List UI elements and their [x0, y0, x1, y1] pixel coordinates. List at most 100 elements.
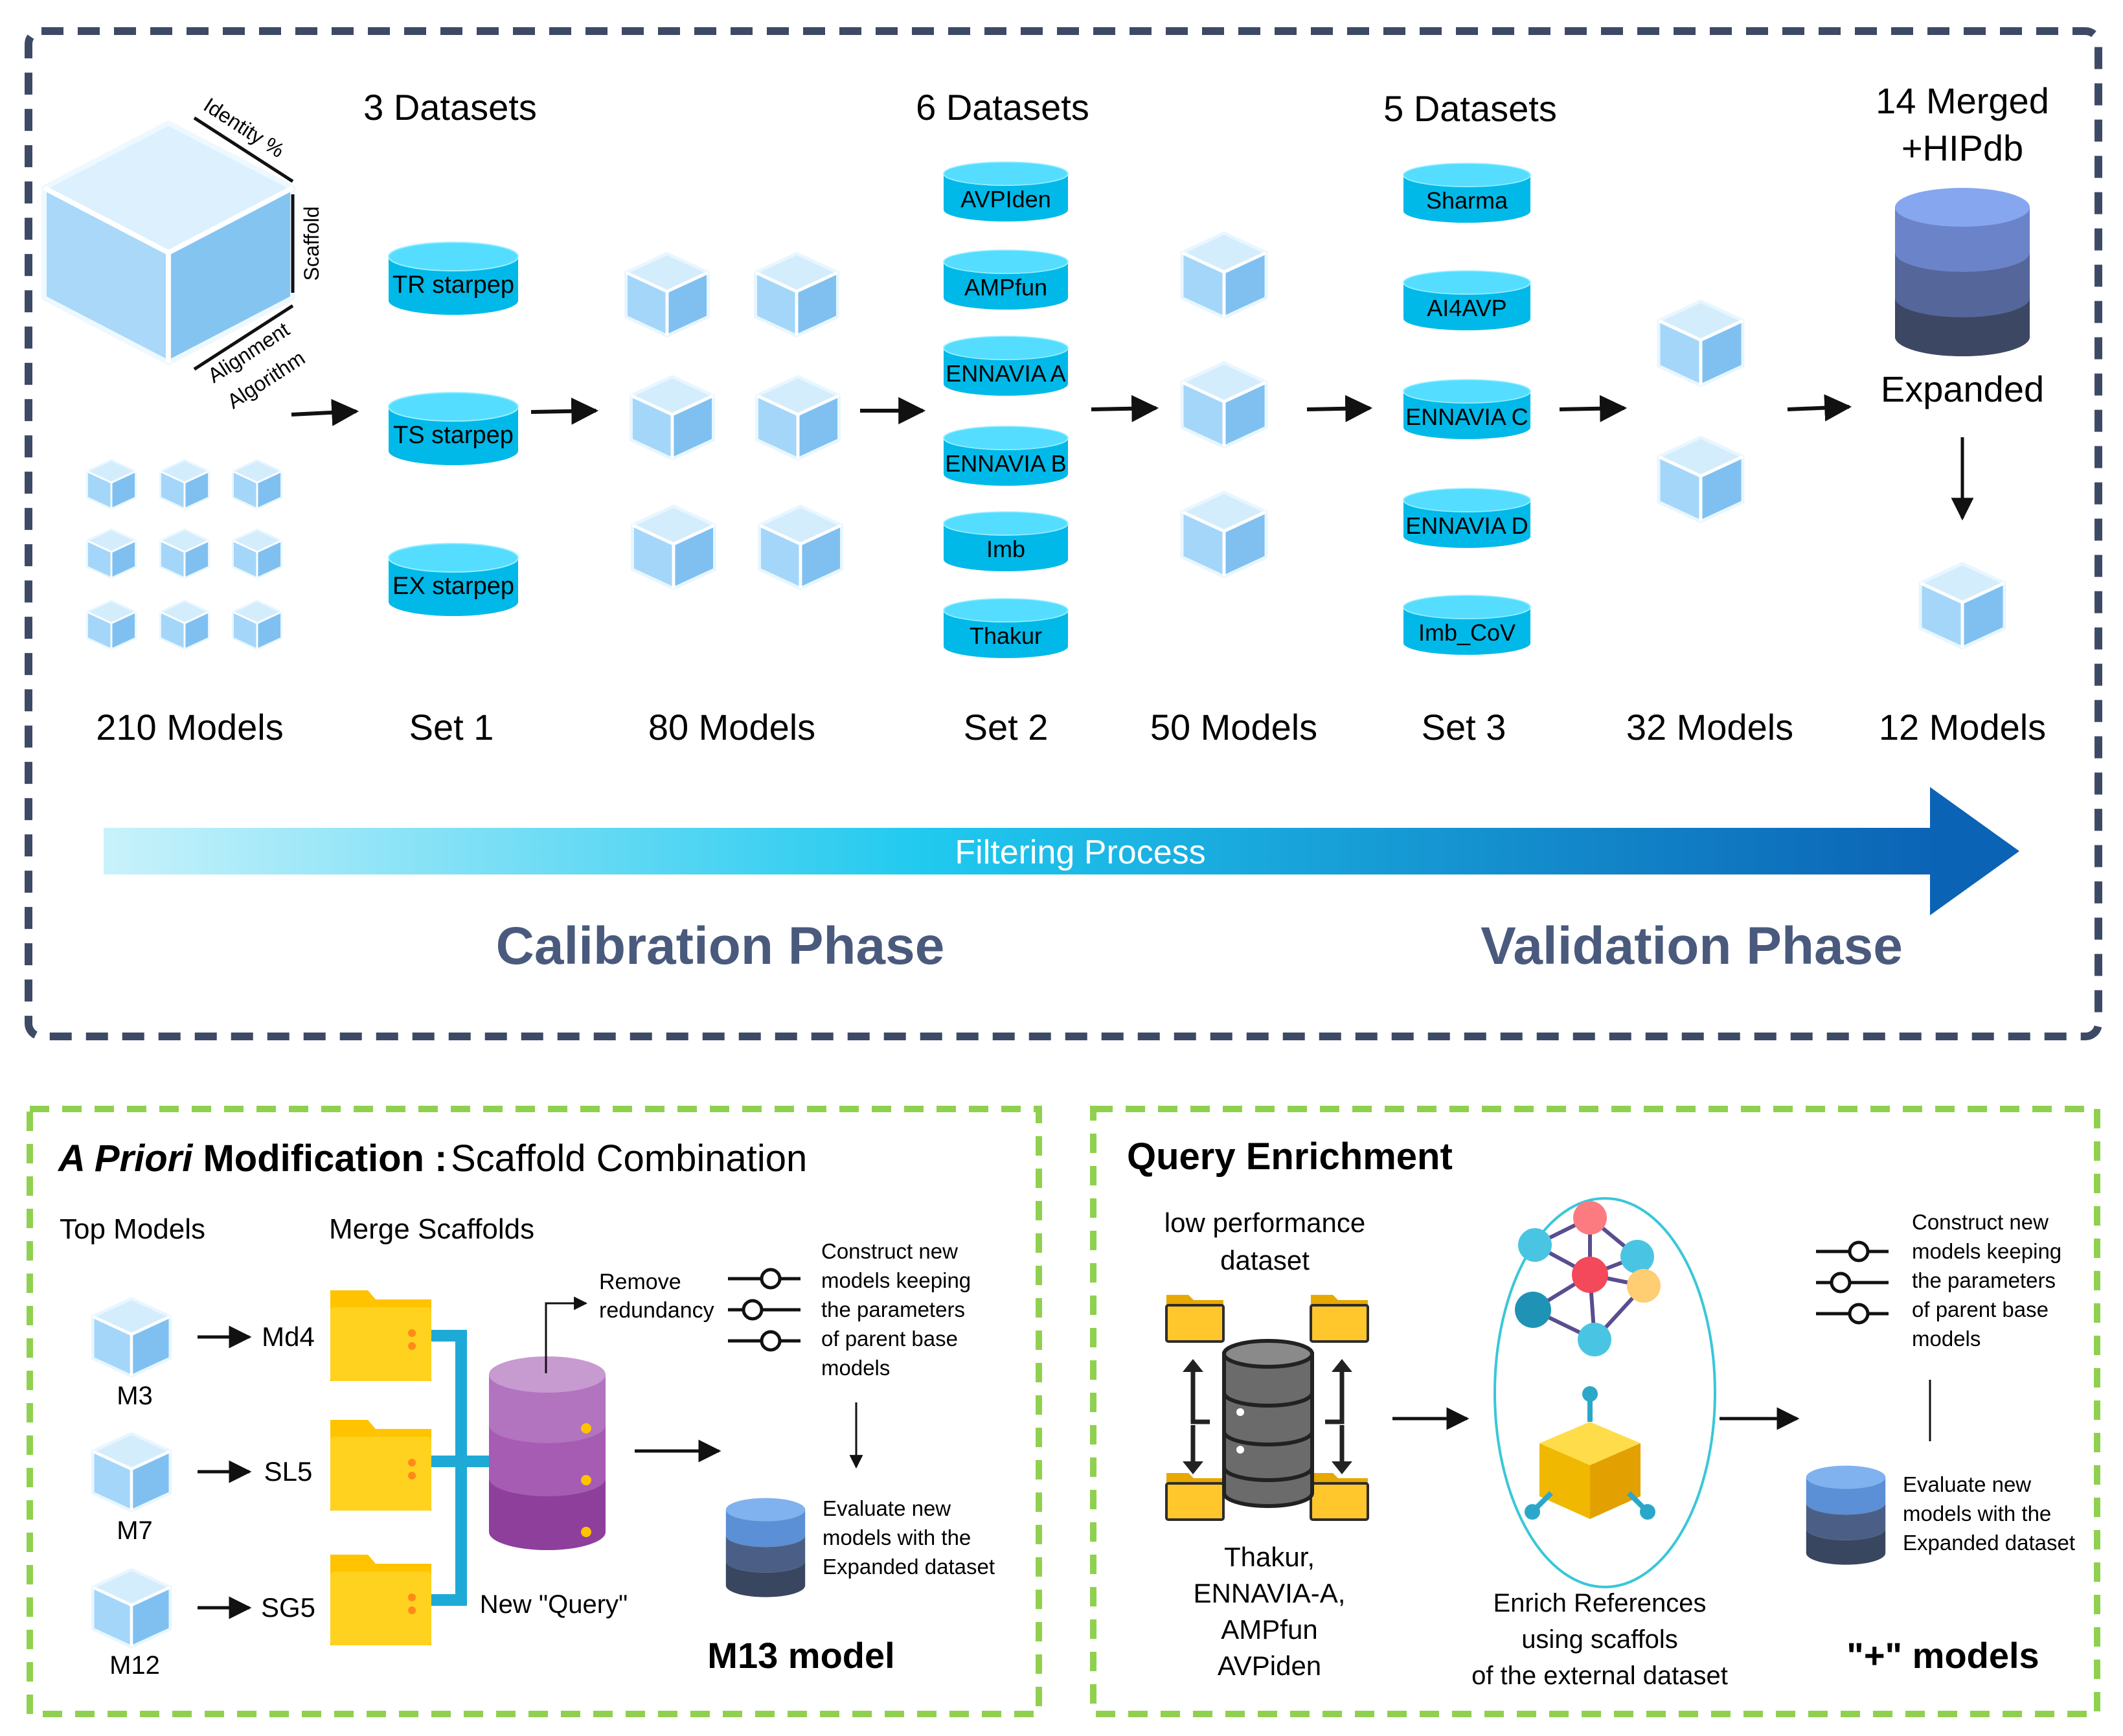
top-flow-arrows [291, 394, 1852, 426]
remove-label: Remove [599, 1270, 681, 1294]
right-construct-line-3: the parameters [1912, 1268, 2056, 1292]
enrich-text: Enrich References using scaffols of the … [1471, 1589, 1728, 1690]
left-evaluate-line-3: Expanded dataset [823, 1555, 995, 1579]
right-evaluate-text: Evaluate new models with the Expanded da… [1903, 1472, 2075, 1555]
merged-header-line1: 14 Merged [1876, 80, 2049, 121]
query-enrichment-title: Query Enrichment [1127, 1136, 1453, 1178]
set2-item-ennavia-b: ENNAVIA B [945, 450, 1066, 477]
apriori-title-italic: A Priori [57, 1137, 194, 1180]
calibration-phase-label: Calibration Phase [496, 917, 945, 976]
enrich-line-3: of the external dataset [1471, 1662, 1728, 1690]
label-32-models: 32 Models [1626, 707, 1793, 748]
apriori-title: A Priori Modification : [57, 1137, 447, 1180]
left-construct-line-5: models [821, 1356, 890, 1380]
m13-model-label: M13 model [707, 1635, 894, 1676]
label-50-models: 50 Models [1150, 707, 1317, 748]
right-expanded-db-icon [1806, 1465, 1886, 1565]
dataset-label: dataset [1220, 1245, 1310, 1275]
apriori-frame [27, 1106, 1042, 1717]
left-expanded-db-icon [725, 1498, 806, 1597]
set2-item-ampfun: AMPfun [964, 274, 1047, 301]
left-construct-text: Construct new models keeping the paramet… [821, 1239, 971, 1380]
filtering-process-label: Filtering Process [955, 834, 1205, 871]
filtering-process-arrow [104, 787, 2019, 915]
set2-item-imb: Imb [986, 536, 1025, 562]
models-210-grid [86, 459, 282, 650]
set2-cylinders [943, 161, 1069, 659]
model-m12-label: M12 [109, 1651, 160, 1680]
apriori-title-bold: Modification : [192, 1137, 447, 1180]
left-sliders-icon [728, 1270, 800, 1350]
alignment-axis-line [193, 304, 294, 371]
validation-phase-label: Validation Phase [1481, 917, 1903, 976]
left-construct-line-4: of parent base [821, 1327, 958, 1351]
models-32-column [1659, 301, 1743, 521]
query-frame [1090, 1106, 2100, 1717]
scaffold-sg5-label: SG5 [261, 1592, 315, 1623]
scaffold-axis-label: Scaffold [300, 206, 323, 280]
set1-header: 3 Datasets [363, 87, 537, 128]
plus-models-label: "+" models [1846, 1635, 2039, 1676]
left-evaluate-line-2: models with the [823, 1525, 971, 1549]
set1-item-ex: EX starpep [392, 573, 514, 600]
scaffold-box-icon [1525, 1386, 1655, 1520]
calibration-frame [25, 27, 2102, 1040]
set3-header: 5 Datasets [1383, 88, 1557, 129]
right-evaluate-line-1: Evaluate new [1903, 1472, 2031, 1496]
set2-header: 6 Datasets [916, 87, 1089, 128]
models-80-grid [626, 253, 842, 588]
right-evaluate-line-3: Expanded dataset [1903, 1531, 2075, 1555]
expanded-label: Expanded [1881, 369, 2044, 409]
set2-item-ennavia-a: ENNAVIA A [946, 360, 1065, 387]
identity-axis-line [193, 116, 294, 183]
set2-item-thakur: Thakur [970, 622, 1042, 649]
parameter-cube-icon [41, 120, 295, 365]
merged-database-icon [1895, 188, 2030, 356]
left-evaluate-text: Evaluate new models with the Expanded da… [823, 1496, 995, 1579]
set3-item-ennavia-d: ENNAVIA D [1405, 512, 1528, 539]
right-construct-line-2: models keeping [1912, 1239, 2061, 1263]
set3-item-ennavia-c: ENNAVIA C [1405, 404, 1528, 430]
set3-item-imb-cov: Imb_CoV [1418, 619, 1516, 646]
label-set2: Set 2 [964, 707, 1049, 748]
right-sliders-icon [1816, 1242, 1889, 1323]
redundancy-label: redundancy [599, 1298, 714, 1323]
set3-item-sharma: Sharma [1426, 187, 1508, 214]
dataset-name-avpiden: AVPiden [1218, 1650, 1321, 1681]
remove-redundancy-arrow [545, 1296, 588, 1373]
merge-scaffolds-label: Merge Scaffolds [329, 1213, 534, 1245]
left-construct-line-3: the parameters [821, 1297, 965, 1321]
left-construct-line-1: Construct new [821, 1239, 958, 1263]
new-query-database-icon [489, 1356, 606, 1550]
label-80-models: 80 Models [648, 707, 815, 748]
label-set1: Set 1 [409, 707, 494, 748]
merged-header-line2: +HIPdb [1902, 128, 2023, 168]
scaffold-merge-lines [421, 1330, 499, 1606]
dataset-names-text: Thakur, ENNAVIA-A, AMPfun AVPiden [1194, 1542, 1346, 1681]
dataset-name-ennavia-a: ENNAVIA-A, [1194, 1578, 1346, 1608]
models-50-column [1182, 233, 1266, 577]
dataset-name-ampfun: AMPfun [1221, 1614, 1317, 1645]
top-model-cubes [93, 1299, 170, 1647]
scaffold-sl5-label: SL5 [264, 1456, 313, 1487]
right-construct-line-5: models [1912, 1327, 1981, 1351]
model-to-scaffold-arrows [198, 1325, 252, 1619]
left-evaluate-line-1: Evaluate new [823, 1496, 951, 1520]
low-performance-label: low performance [1164, 1207, 1365, 1238]
scaffold-md4-label: Md4 [262, 1321, 315, 1352]
network-graph-icon [1515, 1201, 1661, 1356]
set1-item-ts: TS starpep [393, 422, 514, 449]
apriori-title-rest: Scaffold Combination [451, 1137, 807, 1180]
set1-item-tr: TR starpep [392, 271, 514, 299]
data-distribution-icon [1165, 1294, 1369, 1521]
enrich-line-1: Enrich References [1493, 1589, 1706, 1617]
label-12-models: 12 Models [1879, 707, 2046, 748]
enrichment-ellipse [1493, 1197, 1716, 1588]
model-m7-label: M7 [117, 1516, 153, 1545]
left-construct-line-2: models keeping [821, 1268, 971, 1292]
label-210-models: 210 Models [96, 707, 284, 748]
set2-item-avpiden: AVPIden [960, 186, 1050, 212]
top-models-label: Top Models [60, 1213, 205, 1245]
model-m3-label: M3 [117, 1382, 153, 1410]
